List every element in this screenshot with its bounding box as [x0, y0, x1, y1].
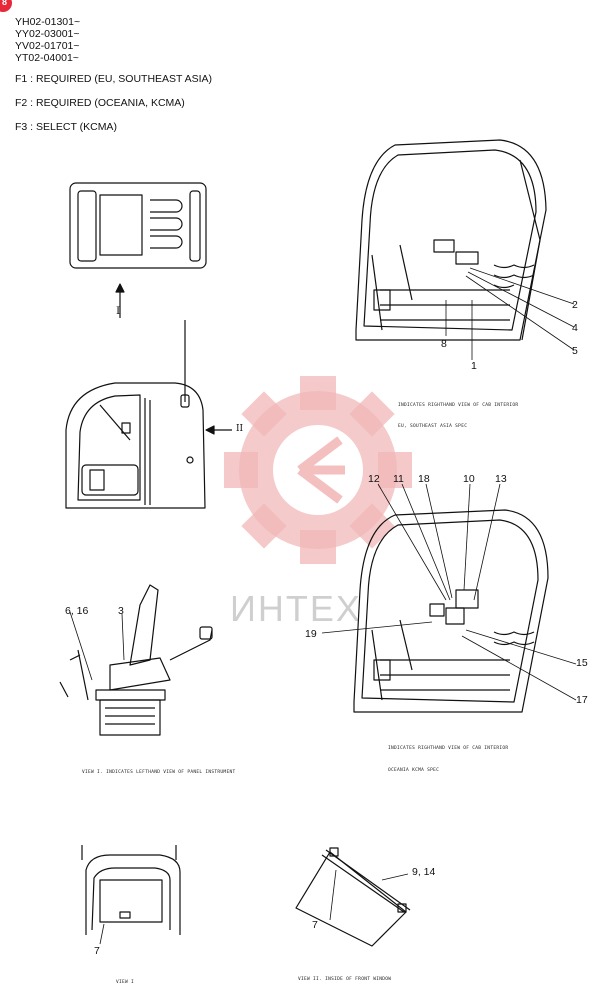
callout-6-16: 6, 16: [65, 605, 89, 617]
serial-number: YH02-01301~: [15, 16, 81, 28]
caption-oceania-spec: OCEANIA KCMA SPEC: [388, 768, 440, 773]
watermark-text: ИНТЕХ: [230, 588, 362, 629]
cab-interior-right-oceania: [321, 483, 577, 713]
callout-17: 17: [576, 694, 588, 706]
rear-window-view: [81, 845, 181, 945]
callout-3: 3: [118, 605, 124, 617]
note-f3: F3 : SELECT (KCMA): [15, 121, 117, 133]
callout-11: 11: [393, 473, 404, 485]
view-marker-ii: II: [236, 424, 244, 434]
callout-4: 4: [572, 322, 578, 334]
cab-roof-top-view: [69, 182, 207, 269]
caption-eu-spec: EU, SOUTHEAST ASIA SPEC: [398, 424, 468, 429]
callout-10: 10: [463, 473, 475, 485]
serial-number: YV02-01701~: [15, 40, 80, 52]
caption-cab-right-eu: INDICATES RIGHTHAND VIEW OF CAB INTERIOR: [398, 403, 519, 408]
callout-2: 2: [572, 299, 578, 311]
note-f1: F1 : REQUIRED (EU, SOUTHEAST ASIA): [15, 73, 213, 85]
serial-number: YT02-04001~: [15, 52, 79, 64]
callout-9-14: 9, 14: [412, 866, 436, 878]
callout-7: 7: [312, 919, 318, 931]
badge-number: 8: [2, 0, 8, 7]
caption-panel-left: VIEW I. INDICATES LEFTHAND VIEW OF PANEL…: [82, 770, 236, 775]
caption-cab-right-oceania: INDICATES RIGHTHAND VIEW OF CAB INTERIOR: [388, 746, 509, 751]
callout-1: 1: [471, 360, 477, 372]
page-badge: 8: [0, 0, 12, 12]
cab-exterior-view: [65, 320, 206, 509]
operator-seat-view: [59, 584, 213, 736]
callout-13: 13: [495, 473, 507, 485]
caption-view-i: VIEW I: [116, 980, 135, 985]
callout-18: 18: [418, 473, 430, 485]
callout-12: 12: [368, 473, 380, 485]
cab-interior-right-eu: [355, 139, 575, 360]
callout-15: 15: [576, 657, 588, 669]
note-f2: F2 : REQUIRED (OCEANIA, KCMA): [15, 97, 185, 109]
serial-number: YY02-03001~: [15, 28, 80, 40]
serial-numbers: YH02-01301~ YY02-03001~ YV02-01701~ YT02…: [15, 16, 80, 64]
callout-19: 19: [305, 628, 317, 640]
front-window-view: [295, 847, 411, 947]
callout-5: 5: [572, 345, 578, 357]
view-marker-i: I: [116, 305, 121, 317]
callout-7: 7: [94, 945, 100, 957]
caption-view-ii: VIEW II. INSIDE OF FRONT WINDOW: [298, 977, 392, 982]
callout-8: 8: [441, 338, 447, 350]
